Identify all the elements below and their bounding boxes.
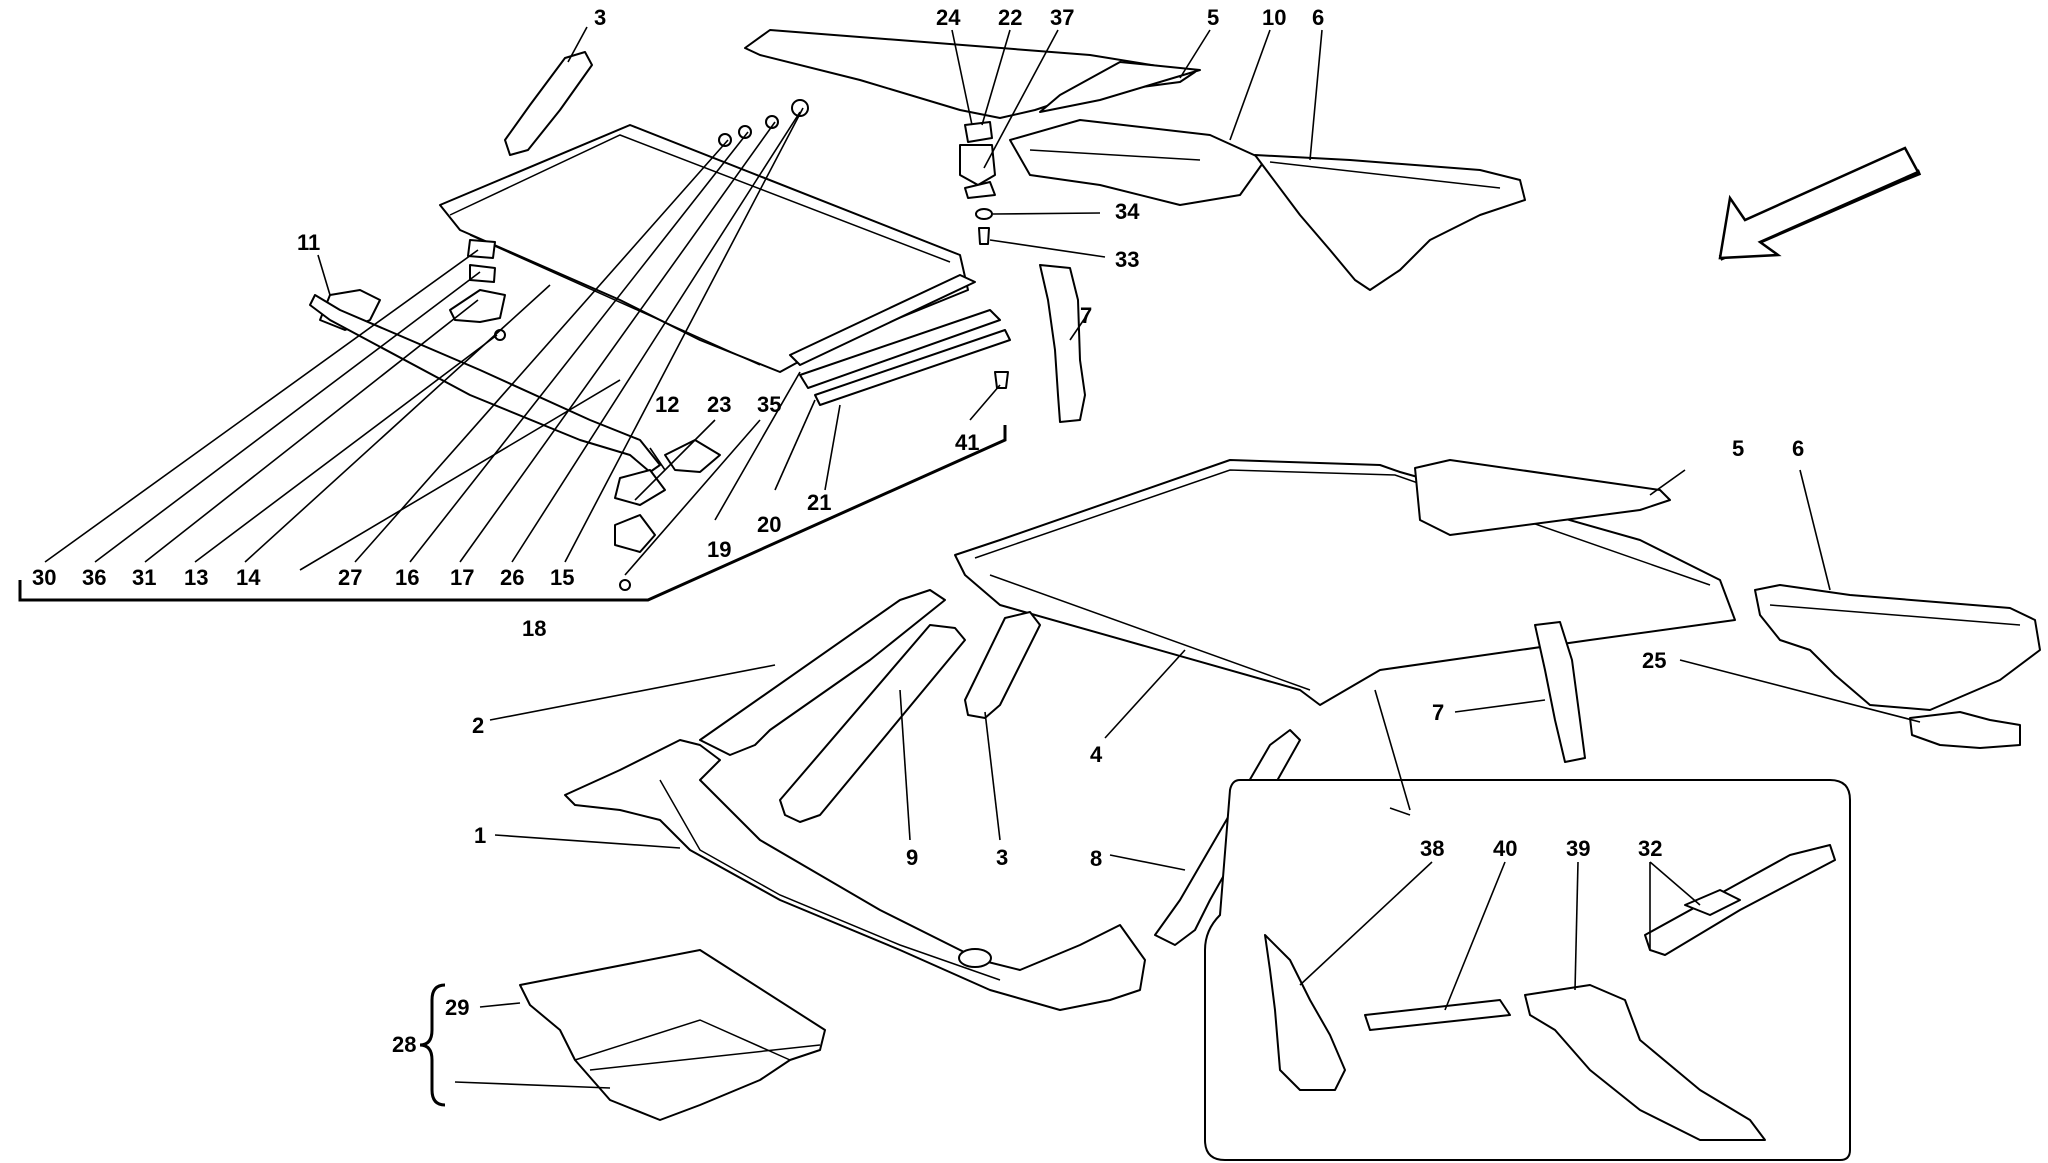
callout-22: 22 <box>998 5 1022 30</box>
callout-6-lower: 6 <box>1792 436 1804 461</box>
callout-3: 3 <box>594 5 606 30</box>
callout-14: 14 <box>236 565 261 590</box>
callout-20: 20 <box>757 512 781 537</box>
callout-18: 18 <box>522 616 546 641</box>
callout-30: 30 <box>32 565 56 590</box>
callout-7-lower: 7 <box>1432 700 1444 725</box>
callout-41: 41 <box>955 430 979 455</box>
callout-5: 5 <box>1207 5 1219 30</box>
detail-inset <box>1204 779 1851 1161</box>
removable-hardtop-part <box>439 124 969 373</box>
assembly-28-bracket <box>419 983 446 1107</box>
direction-arrow-icon <box>1718 146 1922 261</box>
quarter-panel-6-part <box>1754 584 2041 711</box>
callout-19: 19 <box>707 537 731 562</box>
callout-40: 40 <box>1493 836 1517 861</box>
rear-quarter-panel-part <box>1254 154 1526 291</box>
callout-34: 34 <box>1115 199 1140 224</box>
roof-frame-1-part <box>564 739 1146 1011</box>
callout-35: 35 <box>757 392 781 417</box>
pillar-7-lower-part <box>1534 621 1586 763</box>
roof-rear-rail-5-part <box>1414 459 1671 536</box>
a-pillar-trim-9-part <box>779 624 966 823</box>
callout-23: 23 <box>707 392 731 417</box>
callout-27: 27 <box>338 565 362 590</box>
windshield-frame-2-part <box>699 589 946 756</box>
callout-37: 37 <box>1050 5 1074 30</box>
leader-lines <box>44 26 1921 1089</box>
callout-21: 21 <box>807 490 831 515</box>
pillar-trim-3-top-part <box>504 51 593 156</box>
callout-1: 1 <box>474 823 486 848</box>
callout-6: 6 <box>1312 5 1324 30</box>
callout-15: 15 <box>550 565 574 590</box>
callout-25: 25 <box>1642 648 1666 673</box>
callout-16: 16 <box>395 565 419 590</box>
hardtop-cover-29-part <box>519 949 826 1121</box>
callout-26: 26 <box>500 565 524 590</box>
hinge-bracket-part <box>959 121 996 245</box>
callout-5-lower: 5 <box>1732 436 1744 461</box>
callout-7: 7 <box>1080 303 1092 328</box>
callout-11: 11 <box>297 230 320 255</box>
callout-24: 24 <box>936 5 961 30</box>
callout-3-lower: 3 <box>996 845 1008 870</box>
callout-39: 39 <box>1566 836 1590 861</box>
callout-31: 31 <box>132 565 156 590</box>
bracket-25-part <box>1909 711 2021 749</box>
pillar-trim-3-lower-part <box>964 611 1041 719</box>
callout-33: 33 <box>1115 247 1139 272</box>
callout-12: 12 <box>655 392 679 417</box>
callout-4: 4 <box>1090 742 1103 767</box>
callout-38: 38 <box>1420 836 1444 861</box>
pillar-7-top-part <box>1039 264 1086 423</box>
callout-32: 32 <box>1638 836 1662 861</box>
callout-29: 29 <box>445 995 469 1020</box>
small-hardware-parts <box>449 99 1009 591</box>
assembly-18-bracket <box>18 425 1007 602</box>
callout-8: 8 <box>1090 846 1102 871</box>
hardtop-seal-strips-part <box>319 274 1011 406</box>
callout-28: 28 <box>392 1032 416 1057</box>
callout-10: 10 <box>1262 5 1286 30</box>
callout-13: 13 <box>184 565 208 590</box>
callout-labels: 3 24 22 37 5 10 6 34 33 11 7 12 23 35 41… <box>32 5 1804 1057</box>
callout-9: 9 <box>906 845 918 870</box>
rear-roof-rail-part <box>744 29 1266 206</box>
callout-36: 36 <box>82 565 106 590</box>
callout-2: 2 <box>472 713 484 738</box>
callout-17: 17 <box>450 565 474 590</box>
